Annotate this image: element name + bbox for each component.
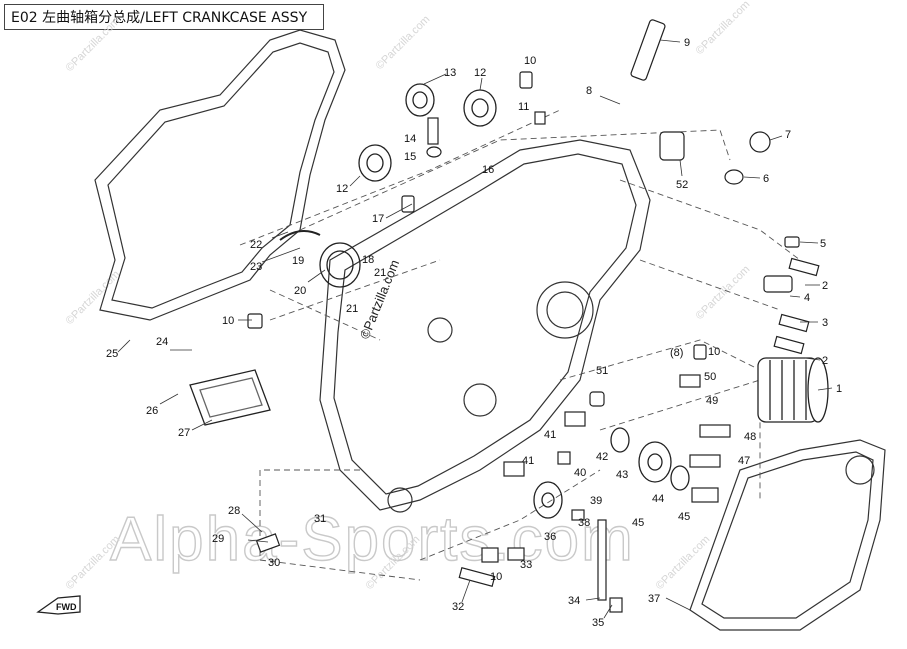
callout-42: 42 <box>596 451 608 463</box>
watermark-partzilla-4: ©Partzilla.com <box>64 268 123 327</box>
callout-41a: 41 <box>544 429 556 441</box>
callout-37: 37 <box>648 593 660 605</box>
crank-bearing-20 <box>319 242 361 288</box>
callout-41b: 41 <box>522 455 534 467</box>
callout-52: 52 <box>676 179 688 191</box>
watermark-alpha-sports: Alpha-Sports.com <box>110 505 635 574</box>
callout-40: 40 <box>574 467 586 479</box>
callout-50: 50 <box>704 371 716 383</box>
callout-47: 47 <box>738 455 750 467</box>
callout-36: 36 <box>544 531 556 543</box>
callout-31: 31 <box>314 513 326 525</box>
callout-10d: 10 <box>490 571 502 583</box>
right-cover-gasket <box>689 439 886 631</box>
oil-filter <box>757 357 829 423</box>
callout-2a: 2 <box>822 280 828 292</box>
callout-49: 49 <box>706 395 718 407</box>
callout-30: 30 <box>268 557 280 569</box>
callout-17: 17 <box>372 213 384 225</box>
callout-22: 22 <box>250 239 262 251</box>
callout-20: 20 <box>294 285 306 297</box>
watermark-partzilla-8: ©Partzilla.com <box>654 533 713 592</box>
callout-35: 35 <box>592 617 604 629</box>
crankcase-body <box>319 139 651 513</box>
callout-10a: 10 <box>524 55 536 67</box>
callout-10b: 10 <box>222 315 234 327</box>
callout-23: 23 <box>250 261 262 273</box>
callout-16: 16 <box>482 164 494 176</box>
callout-8b: (8) <box>670 347 683 359</box>
bearing-12-top <box>463 89 497 127</box>
gear-43 <box>638 441 672 483</box>
bearing-12-left <box>358 144 392 182</box>
watermark-partzilla-5: ©Partzilla.com <box>694 263 753 322</box>
callout-7: 7 <box>785 129 791 141</box>
callout-15: 15 <box>404 151 416 163</box>
callout-51: 51 <box>596 365 608 377</box>
callout-2b: 2 <box>822 355 828 367</box>
watermark-partzilla-3: ©Partzilla.com <box>694 0 753 57</box>
gear-36 <box>533 481 563 519</box>
bearing-13 <box>405 83 435 117</box>
callout-11: 11 <box>518 101 529 113</box>
callout-14: 14 <box>404 133 416 145</box>
callout-28: 28 <box>228 505 240 517</box>
bolts-and-small-parts <box>247 19 820 613</box>
watermark-partzilla-1: ©Partzilla.com <box>64 15 123 74</box>
callout-numbers: 1 2 2 3 4 5 6 7 8 9 10 10 10 10 11 12 12… <box>106 37 842 629</box>
callout-33: 33 <box>520 559 532 571</box>
watermark-partzilla-2: ©Partzilla.com <box>374 13 433 72</box>
callout-25: 25 <box>106 348 118 360</box>
callout-43: 43 <box>616 469 628 481</box>
callout-48: 48 <box>744 431 756 443</box>
callout-21b: 21 <box>346 303 358 315</box>
callout-19: 19 <box>292 255 304 267</box>
callout-10c: 10 <box>708 346 720 358</box>
callout-44: 44 <box>652 493 664 505</box>
callout-3: 3 <box>822 317 828 329</box>
callout-8: 8 <box>586 85 592 97</box>
fwd-arrow: FWD <box>36 595 81 615</box>
callout-13: 13 <box>444 67 456 79</box>
callout-21a: 21 <box>374 267 386 279</box>
callout-24: 24 <box>156 336 168 348</box>
callout-45a: 45 <box>632 517 644 529</box>
callout-29: 29 <box>212 533 224 545</box>
callout-39: 39 <box>590 495 602 507</box>
callout-27: 27 <box>178 427 190 439</box>
callout-26: 26 <box>146 405 158 417</box>
callout-34: 34 <box>568 595 580 607</box>
callout-38: 38 <box>578 517 590 529</box>
left-cover-gasket <box>94 29 346 321</box>
callout-9: 9 <box>684 37 690 49</box>
gear-42 <box>610 427 630 453</box>
gear-44 <box>670 465 690 491</box>
diagram-title: E02 左曲轴箱分总成/LEFT CRANKCASE ASSY <box>4 4 324 30</box>
callout-18: 18 <box>362 254 374 266</box>
oil-strainer <box>189 369 271 426</box>
callout-leaders <box>117 39 833 619</box>
half-ring-22 <box>279 230 321 241</box>
callout-1: 1 <box>836 383 842 395</box>
callout-32: 32 <box>452 601 464 613</box>
callout-12b: 12 <box>336 183 348 195</box>
callout-5: 5 <box>820 238 826 250</box>
exploded-leader-lines <box>239 109 801 581</box>
callout-4: 4 <box>804 292 810 304</box>
callout-45b: 45 <box>678 511 690 523</box>
callout-6: 6 <box>763 173 769 185</box>
callout-12a: 12 <box>474 67 486 79</box>
fwd-label: FWD <box>56 602 77 612</box>
